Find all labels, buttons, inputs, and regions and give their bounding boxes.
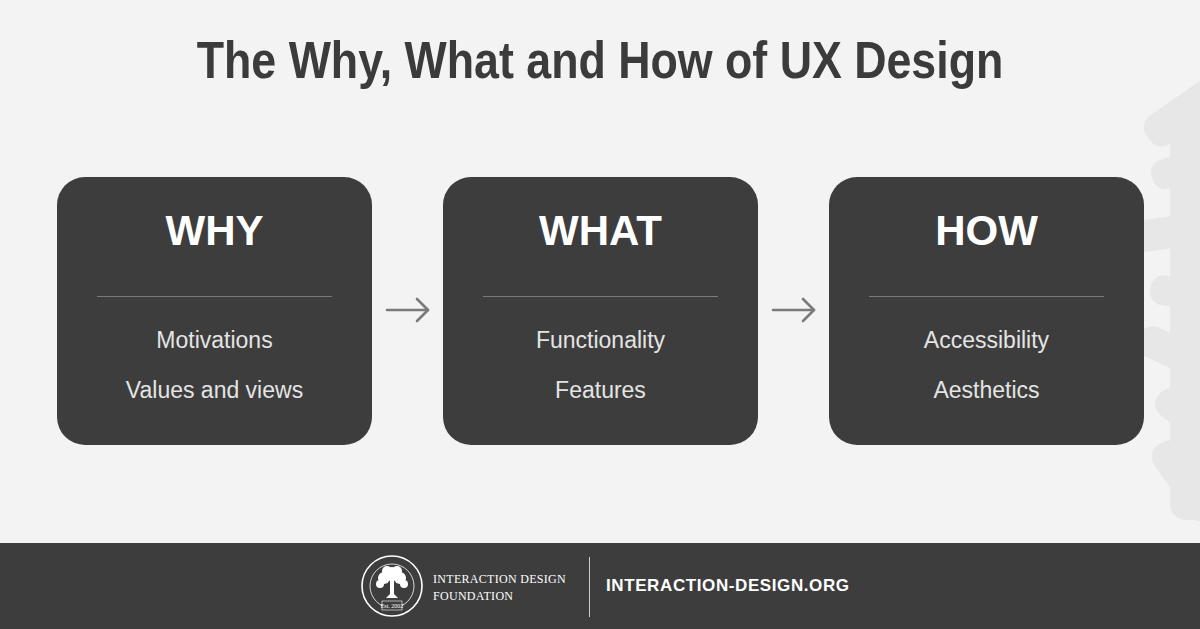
stage-card: HOW AccessibilityAesthetics	[829, 177, 1144, 445]
stage-item: Values and views	[67, 375, 362, 405]
stage-item: Motivations	[67, 325, 362, 355]
flow-arrow	[773, 299, 814, 321]
divider-line	[483, 296, 718, 297]
stage-item: Functionality	[453, 325, 748, 355]
divider-line	[869, 296, 1104, 297]
logo-caption: Est. 2002	[377, 603, 407, 610]
stage-card: WHY MotivationsValues and views	[57, 177, 372, 445]
stage-heading: HOW	[829, 205, 1144, 257]
brand-name: INTERACTION DESIGN FOUNDATION	[433, 571, 585, 605]
arrow-line	[773, 309, 814, 312]
website-url: INTERACTION-DESIGN.ORG	[606, 573, 850, 599]
arrow-line	[387, 309, 428, 312]
stage-card: WHAT FunctionalityFeatures	[443, 177, 758, 445]
footer-band: INTERACTION DESIGN FOUNDATION INTERACTION…	[0, 543, 1200, 629]
stage-item: Accessibility	[839, 325, 1134, 355]
arrow-head	[803, 299, 814, 321]
stage-item: Features	[453, 375, 748, 405]
flow-arrow	[387, 299, 428, 321]
stage-heading: WHY	[57, 205, 372, 257]
divider-line	[97, 296, 332, 297]
divider-line	[589, 557, 590, 617]
stage-item: Aesthetics	[839, 375, 1134, 405]
stage-heading: WHAT	[443, 205, 758, 257]
arrow-head	[417, 299, 428, 321]
diagram-title: The Why, What and How of UX Design	[84, 28, 1116, 92]
